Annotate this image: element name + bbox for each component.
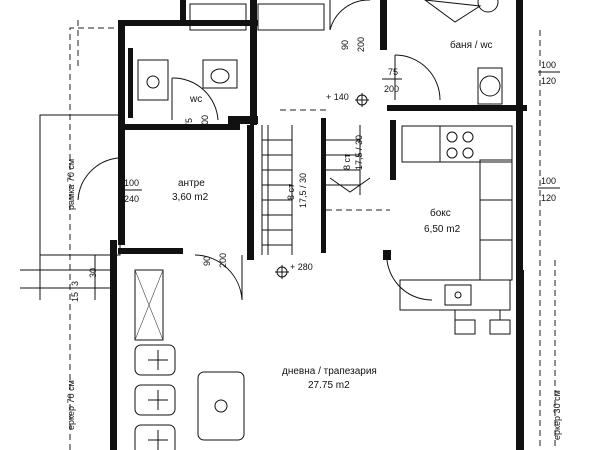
bath-fixtures [189, 0, 503, 105]
dim-200-right: 200 [384, 84, 399, 94]
dim-200-entry: 200 [218, 253, 228, 268]
entry-doors [77, 157, 243, 301]
room-label-bath: баня / wc [450, 39, 493, 51]
dim-120-b: 120 [541, 193, 556, 203]
bay-70-label: еркер 70 см [66, 380, 76, 430]
dim-100-a: 100 [541, 60, 556, 70]
stairs-right-count: 8 ст [342, 154, 352, 170]
room-label-box: бокс [430, 207, 451, 219]
dim-90-entry: 90 [202, 256, 212, 266]
room-label-entry: антре [178, 178, 205, 189]
stairs-right-ratio: 17,5 / 30 [354, 135, 364, 170]
room-area-living: 27.75 m2 [308, 380, 350, 391]
dim-75-wc: 75 [184, 118, 194, 128]
labels: баня / wc wc антре 3,60 m2 бокс 6,50 m2 … [66, 37, 562, 440]
elevation-markers [275, 93, 369, 279]
stairs-left-count: 8 ст [286, 184, 296, 200]
living-fixtures [134, 269, 245, 450]
walls [110, 0, 527, 450]
dim-3: 3 [70, 281, 80, 286]
dim-200-top: 200 [356, 37, 366, 52]
dim-90-top: 90 [340, 40, 350, 50]
kitchen-fixtures [386, 125, 513, 335]
frame-70-label: рамка 70 см [66, 159, 76, 210]
dim-15: 15 [70, 292, 80, 302]
dim-120-a: 120 [541, 76, 556, 86]
dim-100-entry: 100 [124, 178, 139, 188]
wc-fixtures [137, 59, 238, 121]
bay-30-label: еркер 30 см [552, 390, 562, 440]
room-label-wc: wc [189, 94, 202, 105]
exterior-markers [20, 114, 121, 300]
elevation-280: + 280 [290, 262, 313, 272]
stairs-left-ratio: 17,5 / 30 [298, 173, 308, 208]
dim-100-b: 100 [541, 176, 556, 186]
dim-75-right: 75 [388, 67, 398, 77]
room-area-entry: 3,60 m2 [172, 192, 209, 203]
dim-200-wc: 200 [200, 115, 210, 130]
room-label-living: дневна / трапезария [282, 366, 377, 377]
room-area-box: 6,50 m2 [424, 224, 461, 235]
bay-outline [69, 20, 556, 450]
dim-30: 30 [88, 268, 98, 278]
dim-240-entry: 240 [124, 194, 139, 204]
stairs [261, 109, 390, 255]
elevation-140: + 140 [326, 92, 349, 102]
